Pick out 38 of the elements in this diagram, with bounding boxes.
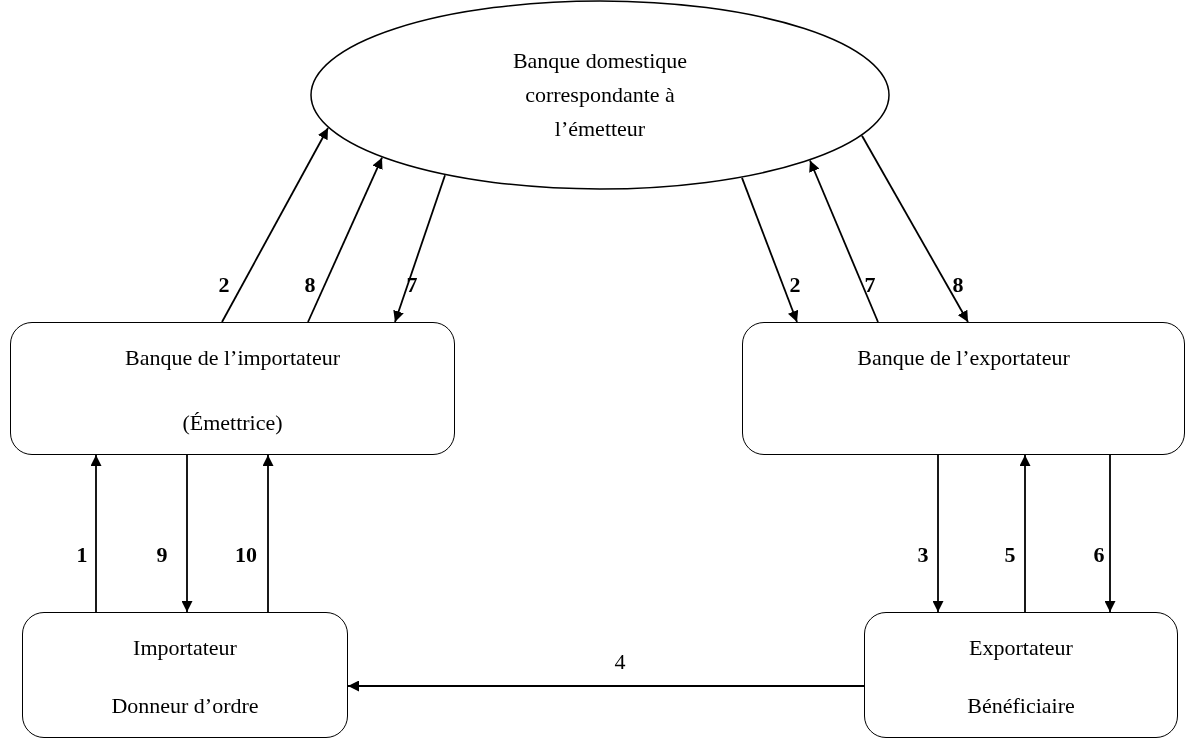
- edge-label: 4: [614, 649, 626, 675]
- arrow: [307, 156, 383, 323]
- rounded-box: [742, 322, 1185, 455]
- arrow: [1104, 454, 1116, 613]
- node-text: Banque de l’exportateur: [857, 344, 1070, 372]
- arrow: [90, 454, 102, 613]
- edge-label: 3: [917, 542, 929, 568]
- edge-label: 9: [156, 542, 168, 568]
- edge-label: 6: [1093, 542, 1105, 568]
- edge-label: 8: [952, 272, 964, 298]
- arrow: [809, 159, 879, 323]
- arrow: [221, 127, 329, 323]
- arrow: [393, 174, 446, 323]
- edge-label: 7: [864, 272, 876, 298]
- node-text: Donneur d’ordre: [111, 692, 259, 720]
- edge-label: 1: [76, 542, 88, 568]
- ellipse-node: [310, 0, 890, 190]
- arrow: [741, 176, 799, 323]
- edge-label: 5: [1004, 542, 1016, 568]
- rounded-box: [10, 322, 455, 455]
- node-text: (Émettrice): [182, 409, 283, 437]
- arrow: [861, 134, 969, 323]
- edge-label: 10: [235, 542, 257, 568]
- arrow: [347, 680, 865, 692]
- node-text: Banque domestique correspondante à l’émetteur: [511, 47, 689, 143]
- node-text: Importateur: [133, 634, 237, 662]
- node-text: Exportateur: [969, 634, 1073, 662]
- rounded-box: [22, 612, 348, 738]
- arrow: [262, 454, 274, 613]
- edge-label: 2: [789, 272, 801, 298]
- arrow: [181, 454, 193, 613]
- node-text: Bénéficiaire: [967, 692, 1075, 720]
- arrow: [932, 454, 944, 613]
- edge-label: 8: [304, 272, 316, 298]
- arrow: [1019, 454, 1031, 613]
- edge-label: 2: [218, 272, 230, 298]
- node-text: Banque de l’importateur: [124, 344, 340, 372]
- rounded-box: [864, 612, 1178, 738]
